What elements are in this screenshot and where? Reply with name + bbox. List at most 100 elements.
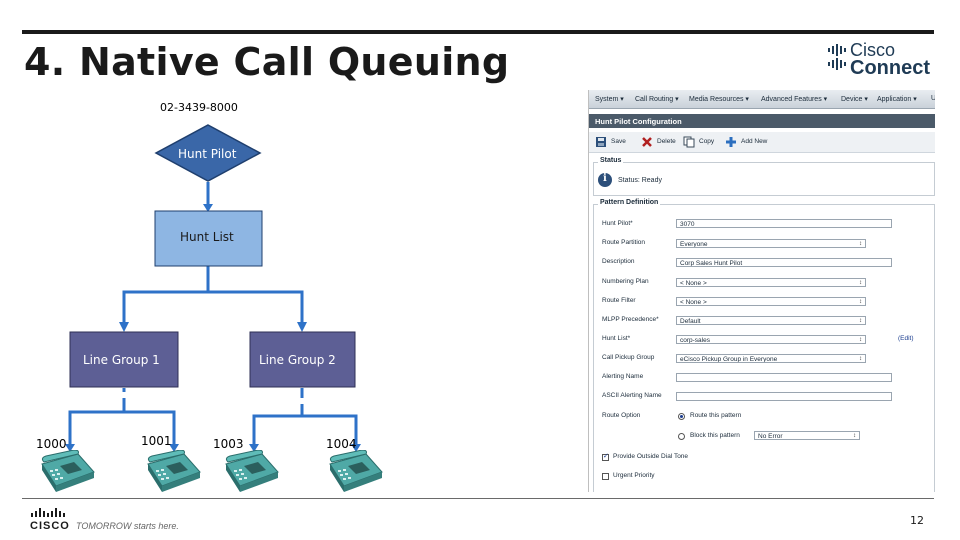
copy-icon bbox=[683, 136, 695, 148]
line-group1-box bbox=[69, 331, 179, 388]
connectors bbox=[68, 182, 358, 448]
route-filter-label: Route Filter bbox=[602, 297, 636, 304]
cisco-footer-logo: CISCO TOMORROW starts here. bbox=[28, 508, 208, 534]
ascii-alerting-name-label: ASCII Alerting Name bbox=[602, 392, 662, 399]
cisco-connect-logo: Cisco Connect bbox=[826, 40, 936, 82]
urgent-priority-checkbox[interactable] bbox=[602, 473, 609, 480]
hunt-pilot-field-label: Hunt Pilot* bbox=[602, 220, 633, 227]
add-icon bbox=[726, 137, 736, 147]
line-group2-box bbox=[249, 331, 356, 388]
delete-label: Delete bbox=[657, 138, 676, 145]
menu-media-resources[interactable]: Media Resources ▾ bbox=[689, 96, 749, 103]
route-this-pattern-radio[interactable] bbox=[678, 413, 685, 420]
arrow-phone-1001 bbox=[169, 444, 179, 452]
menu-application[interactable]: Application ▾ bbox=[877, 96, 917, 103]
hunt-list-edit-link[interactable]: (Edit) bbox=[898, 335, 914, 342]
arrow-phone-1004 bbox=[351, 444, 361, 452]
group2-to-1003-connector bbox=[252, 404, 304, 448]
group1-to-1000-connector bbox=[68, 398, 126, 448]
footer-brand: CISCO bbox=[30, 520, 70, 532]
ip-phone-icon bbox=[329, 450, 383, 492]
menu-system[interactable]: System ▾ bbox=[595, 96, 624, 103]
extension-1000: 1000 bbox=[36, 437, 67, 451]
arrowheads bbox=[65, 204, 361, 452]
extension-1004: 1004 bbox=[326, 437, 357, 451]
delete-button[interactable]: Delete bbox=[641, 136, 681, 148]
numbering-plan-label: Numbering Plan bbox=[602, 278, 649, 285]
line-group2-label: Line Group 2 bbox=[259, 353, 336, 367]
hunt-pilot-label: Hunt Pilot bbox=[178, 147, 237, 161]
alerting-name-input[interactable] bbox=[676, 373, 892, 382]
add-new-label: Add New bbox=[741, 138, 768, 145]
numbering-plan-select[interactable]: < None > bbox=[676, 278, 866, 287]
hunt-pilot-input[interactable]: 3070 bbox=[676, 219, 892, 228]
arrow-phone-1000 bbox=[65, 444, 75, 452]
copy-button[interactable]: Copy bbox=[683, 136, 723, 148]
group2-to-1004-connector bbox=[302, 414, 358, 448]
page-header: Hunt Pilot Configuration bbox=[589, 114, 935, 128]
extension-1003: 1003 bbox=[213, 437, 244, 451]
hunt-list-label: Hunt List bbox=[180, 230, 234, 244]
menu-device[interactable]: Device ▾ bbox=[841, 96, 868, 103]
arrow-group2 bbox=[297, 322, 307, 332]
block-this-pattern-label: Block this pattern bbox=[690, 432, 740, 439]
hunt-list-select[interactable]: corp-sales bbox=[676, 335, 866, 344]
list-to-group2-connector bbox=[208, 290, 304, 326]
hunt-list-box bbox=[154, 210, 263, 267]
mlpp-precedence-label: MLPP Precedence* bbox=[602, 316, 659, 323]
ascii-alerting-name-input[interactable] bbox=[676, 392, 892, 401]
toolbar: Save Delete Copy Add New bbox=[589, 132, 935, 153]
ip-phone-icon bbox=[41, 450, 95, 492]
menu-call-routing[interactable]: Call Routing ▾ bbox=[635, 96, 679, 103]
alerting-name-label: Alerting Name bbox=[602, 373, 644, 380]
pilot-number: 02-3439-8000 bbox=[160, 101, 238, 114]
status-text: Status: Ready bbox=[618, 177, 662, 184]
pattern-legend: Pattern Definition bbox=[598, 199, 661, 206]
description-label: Description bbox=[602, 258, 635, 265]
call-pickup-group-select[interactable]: eCisco Pickup Group in Everyone bbox=[676, 354, 866, 363]
status-section: Status Status: Ready bbox=[593, 157, 935, 196]
add-new-button[interactable]: Add New bbox=[725, 136, 775, 148]
pattern-definition-section: Pattern Definition Hunt Pilot* 3070 Rout… bbox=[593, 199, 935, 492]
footer-rule bbox=[22, 498, 934, 499]
slide-title: 4. Native Call Queuing bbox=[24, 40, 510, 84]
line-group1-label: Line Group 1 bbox=[83, 353, 160, 367]
route-partition-label: Route Partition bbox=[602, 239, 645, 246]
delete-icon bbox=[642, 137, 652, 147]
call-pickup-group-label: Call Pickup Group bbox=[602, 354, 655, 361]
call-queuing-diagram bbox=[65, 124, 361, 452]
menu-user[interactable]: U bbox=[931, 95, 935, 102]
extension-1001: 1001 bbox=[141, 434, 172, 448]
cisco-bridge-icon bbox=[828, 44, 846, 70]
mlpp-precedence-select[interactable]: Default bbox=[676, 316, 866, 325]
cisco-bridge-icon bbox=[31, 508, 65, 517]
route-option-label: Route Option bbox=[602, 412, 641, 419]
cucm-menu-bar: System ▾ Call Routing ▾ Media Resources … bbox=[589, 90, 935, 109]
page-number: 12 bbox=[910, 514, 924, 527]
footer-tagline: TOMORROW starts here. bbox=[76, 521, 179, 531]
cucm-hunt-pilot-screenshot: System ▾ Call Routing ▾ Media Resources … bbox=[588, 90, 935, 492]
route-this-pattern-label: Route this pattern bbox=[690, 412, 742, 419]
save-button[interactable]: Save bbox=[595, 136, 635, 148]
info-icon bbox=[598, 173, 612, 187]
logo-line1: Cisco bbox=[850, 40, 896, 60]
ip-phone-icon bbox=[147, 450, 201, 492]
copy-label: Copy bbox=[699, 138, 715, 145]
urgent-priority-label: Urgent Priority bbox=[613, 472, 655, 479]
route-filter-select[interactable]: < None > bbox=[676, 297, 866, 306]
description-input[interactable]: Corp Sales Hunt Pilot bbox=[676, 258, 892, 267]
block-reason-select[interactable]: No Error bbox=[754, 431, 860, 440]
outside-dial-tone-label: Provide Outside Dial Tone bbox=[613, 453, 689, 460]
list-to-group1-connector bbox=[122, 266, 210, 326]
menu-advanced-features[interactable]: Advanced Features ▾ bbox=[761, 96, 828, 103]
title-rule bbox=[22, 30, 934, 34]
outside-dial-tone-checkbox[interactable] bbox=[602, 452, 609, 461]
hunt-list-field-label: Hunt List* bbox=[602, 335, 631, 342]
arrow-phone-1003 bbox=[249, 444, 259, 452]
route-partition-select[interactable]: Everyone bbox=[676, 239, 866, 248]
group1-to-1001-connector bbox=[124, 410, 176, 448]
save-icon bbox=[596, 137, 606, 147]
block-this-pattern-radio[interactable] bbox=[678, 433, 685, 440]
ip-phone-icon bbox=[225, 450, 279, 492]
status-legend: Status bbox=[598, 157, 624, 164]
